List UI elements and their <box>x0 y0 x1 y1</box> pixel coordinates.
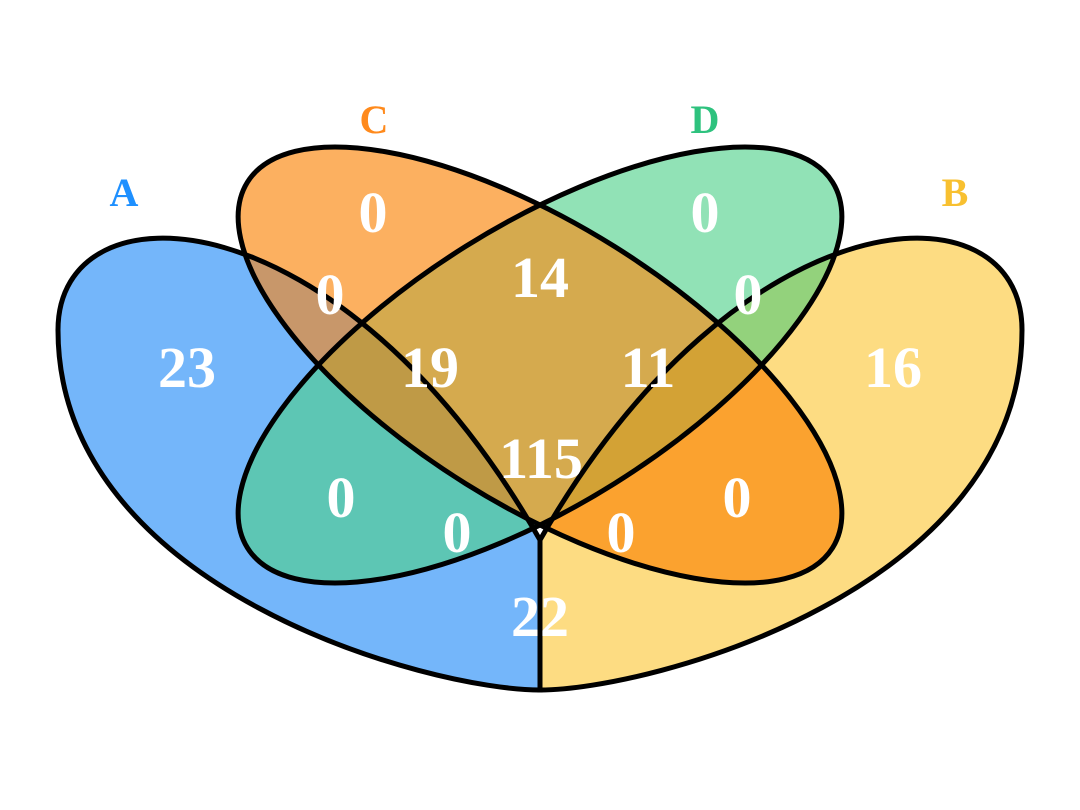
set-b-outline <box>537 235 1025 693</box>
region-count-b-c-d: 11 <box>621 335 676 400</box>
region-count-a-b-c-d: 115 <box>499 426 583 491</box>
region-count-c-only: 0 <box>359 180 388 245</box>
set-label-d: D <box>691 97 720 142</box>
region-count-b-d: 0 <box>734 262 763 327</box>
set-a-outline <box>55 235 543 693</box>
set-label-c: C <box>360 97 389 142</box>
set-label-a: A <box>110 170 139 215</box>
region-count-a-c-d: 19 <box>401 335 459 400</box>
region-count-a-only: 23 <box>158 335 216 400</box>
region-count-c-d: 14 <box>511 245 569 310</box>
region-count-a-c: 0 <box>316 262 345 327</box>
overlap-b-c <box>540 238 842 583</box>
overlap-a-d <box>238 238 540 583</box>
region-count-b-c: 0 <box>723 465 752 530</box>
set-d-outline <box>235 144 845 586</box>
set-label-b: B <box>942 170 969 215</box>
region-count-b-only: 16 <box>864 335 922 400</box>
region-count-a-b-c: 0 <box>607 500 636 565</box>
region-count-a-b-d: 0 <box>443 500 472 565</box>
set-c-outline <box>235 144 845 586</box>
region-count-d-only: 0 <box>691 180 720 245</box>
region-count-a-d: 0 <box>327 465 356 530</box>
region-count-a-b: 22 <box>511 584 569 649</box>
